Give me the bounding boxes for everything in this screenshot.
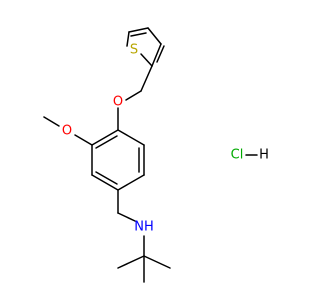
bond-ome-ch3 [43, 116, 60, 127]
bond-ar-6-double [95, 135, 118, 149]
bond-c5-s [126, 31, 130, 47]
bond-ar-6 [91, 129, 119, 146]
bond-c4-c5 [128, 27, 149, 33]
bond-c2-c3 [151, 43, 162, 67]
bond-cq-me3 [143, 255, 171, 269]
bond-ar-3 [117, 174, 145, 191]
atom-ether-oxygen: O [113, 95, 123, 110]
bond-c2-c3-double [156, 45, 165, 63]
bond-ar-1 [117, 129, 145, 146]
bond-ch2-o [125, 90, 142, 101]
bond-ar-4 [91, 174, 119, 191]
bond-c2-ch2 [140, 65, 153, 92]
bond-c4-c5-double [130, 32, 147, 37]
structure-svg: S O O NH Cl H [43, 27, 269, 283]
salt-hcl: Cl H [231, 148, 269, 163]
bond-c3-c4 [147, 27, 162, 45]
atom-amine: NH [134, 220, 154, 235]
atom-chlorine: Cl [231, 148, 244, 163]
atom-methoxy-oxygen: O [62, 124, 72, 139]
bond-ar-4-double [95, 171, 118, 185]
bond-c3-ome [74, 134, 93, 146]
molecule-diagram: S O O NH Cl H [43, 27, 269, 283]
bond-cq-me2 [117, 255, 145, 269]
atom-hydrogen: H [259, 148, 269, 163]
atom-sulfur: S [130, 43, 138, 58]
bond-s-c2 [140, 53, 153, 67]
bond-ch2-n [117, 212, 136, 222]
